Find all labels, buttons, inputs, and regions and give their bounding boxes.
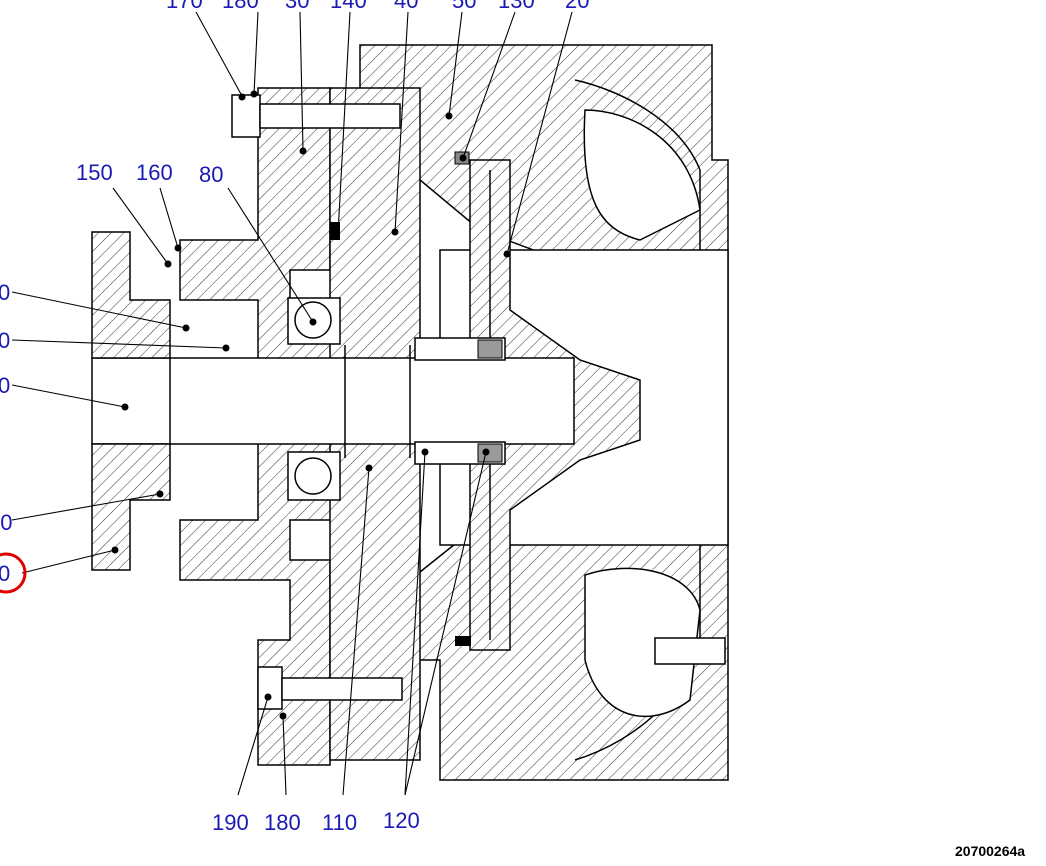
callout-label: 150	[76, 160, 113, 185]
bolt-right	[654, 637, 726, 665]
callout-label: 40	[394, 0, 418, 13]
callout-label: 0	[0, 561, 10, 586]
callout-label: 30	[285, 0, 309, 13]
callout-label: 0	[0, 373, 10, 398]
callout-label: 170	[166, 0, 203, 13]
bolt-bottom	[257, 666, 403, 710]
callout-label: 130	[498, 0, 535, 13]
callout-label: 160	[136, 160, 173, 185]
bolt-top	[231, 94, 401, 138]
shaft	[91, 345, 575, 458]
ball-bearing-lower	[287, 451, 341, 501]
callout-label: 180	[222, 0, 259, 13]
callout-label: 0	[0, 280, 10, 305]
callout-label: 80	[199, 162, 223, 187]
callout-label: 120	[383, 808, 420, 833]
callout-label: 190	[212, 810, 249, 835]
callout-label: 0	[0, 328, 10, 353]
callout-label: 50	[452, 0, 476, 13]
callout-label: 140	[330, 0, 367, 13]
drawing-code: 20700264a	[955, 843, 1025, 859]
leader-lines	[11, 11, 573, 796]
coupling-flange	[91, 231, 171, 571]
highlight-circle	[0, 552, 27, 594]
mechanical-seal	[330, 151, 506, 646]
callout-label: 00	[0, 510, 12, 535]
callout-label: 20	[565, 0, 589, 13]
callout-label: 180	[264, 810, 301, 835]
callout-label: 110	[322, 810, 357, 835]
